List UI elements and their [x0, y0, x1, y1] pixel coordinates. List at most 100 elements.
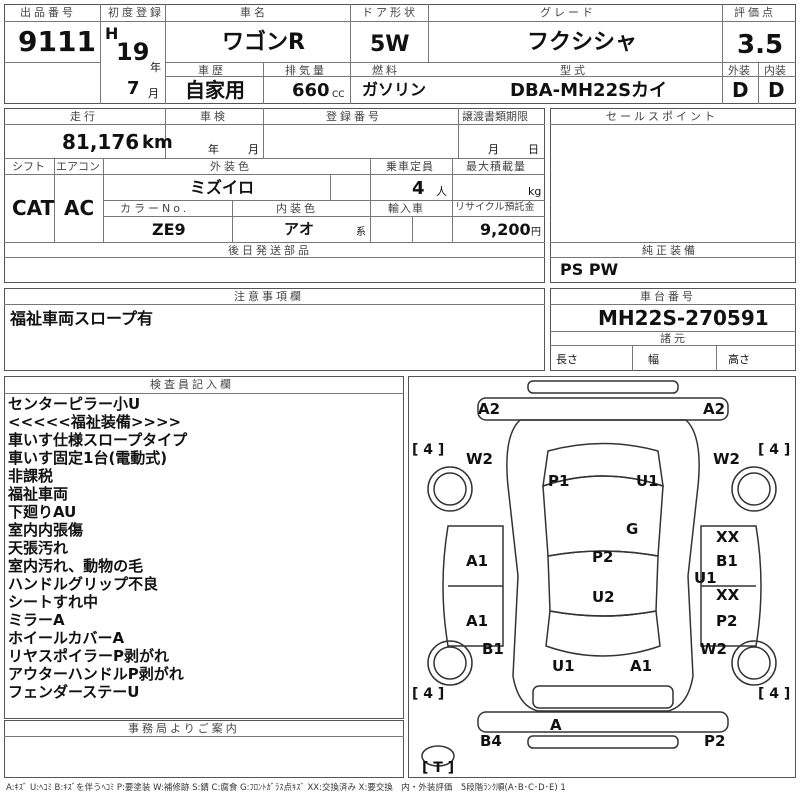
chassis-section [550, 288, 796, 371]
transfer-day-unit: 日 [528, 143, 539, 156]
mark-p2-r: P2 [716, 612, 737, 630]
score-value: 3.5 [737, 30, 784, 60]
width-label: 幅 [648, 353, 659, 366]
mark-b1-r: B1 [716, 552, 738, 570]
inspector-note: シートすれ中 [8, 593, 99, 611]
inspection-label: 車検 [200, 110, 228, 123]
inspector-note: <<<<<福祉装備>>>> [8, 413, 182, 431]
mark-u2: U2 [592, 588, 615, 606]
door-value: 5W [370, 32, 410, 57]
mark-xx-r1: XX [716, 528, 740, 546]
import-label: 輸入車 [388, 202, 424, 215]
mark-b4: B4 [480, 732, 502, 750]
genuine-value: PS PW [560, 260, 619, 279]
mileage-label: 走行 [70, 110, 98, 123]
era-value: H [105, 24, 119, 43]
inspector-note: 天張汚れ [8, 539, 69, 557]
displacement-value: 660 [292, 80, 330, 101]
int-grade-value: D [768, 78, 785, 102]
mark-a2-left: A2 [478, 400, 500, 418]
model-label: 型式 [560, 64, 588, 77]
mark-u1-rear: U1 [552, 657, 575, 675]
caution-section [4, 288, 545, 371]
door-label: ドア形状 [362, 6, 418, 19]
vehicle-info-section [4, 108, 545, 283]
mark-a2-right: A2 [703, 400, 725, 418]
mark-tire-fr: [ 4 ] [758, 442, 790, 458]
office-section [4, 720, 404, 778]
transfer-label: 譲渡書類期限 [462, 110, 528, 123]
displacement-label: 排気量 [285, 64, 327, 77]
inspector-note: 福祉車両 [8, 485, 69, 503]
legend-text: A:ｷｽﾞ U:ﾍｺﾐ B:ｷｽﾞを伴うﾍｺﾐ P:要塗装 W:補修跡 S:錆 … [6, 783, 566, 793]
transfer-month-unit: 月 [488, 143, 499, 156]
mark-p2-bottom: P2 [704, 732, 725, 750]
mark-u1-r: U1 [694, 569, 717, 587]
inspector-note: 下廻りAU [8, 503, 77, 521]
height-label: 高さ [728, 353, 750, 366]
car-name-label: 車名 [240, 6, 268, 19]
diagram-section [408, 376, 796, 778]
inspector-note: ハンドルグリップ不良 [8, 575, 159, 593]
mark-a1-l1: A1 [466, 552, 488, 570]
year-value: 19 [116, 38, 150, 66]
inspector-note: 室内汚れ、動物の毛 [8, 557, 144, 575]
mark-u1-roof: U1 [636, 472, 659, 490]
inspection-month-unit: 月 [248, 143, 259, 156]
score-label: 評価点 [734, 6, 776, 19]
first-reg-label: 初度登録 [108, 6, 164, 19]
mark-a1-rear: A1 [630, 657, 652, 675]
kg-unit: kg [528, 185, 542, 198]
month-value: 7 [127, 78, 140, 99]
mark-xx-r2: XX [716, 586, 740, 604]
mark-tire-rl: [ 4 ] [412, 686, 444, 702]
fuel-value: ガソリン [362, 80, 427, 99]
caution-text: 福祉車両スロープ有 [10, 309, 154, 328]
int-label: 内装 [764, 64, 786, 77]
length-label: 長さ [556, 353, 578, 366]
history-value: 自家用 [185, 78, 245, 102]
inspector-note: アウターハンドルP剥がれ [8, 665, 184, 683]
chassis-value: MH22S-270591 [598, 306, 769, 330]
int-color-label: 内装色 [276, 202, 318, 215]
car-damage-diagram: A2 A2 [ 4 ] [ 4 ] W2 W2 P1 U1 G XX P2 A1… [412, 380, 790, 776]
inspector-note: 室内内張傷 [8, 521, 84, 539]
mark-w2-fr: W2 [713, 450, 740, 468]
recycle-label: リサイクル預託金 [455, 202, 535, 213]
person-unit: 人 [436, 185, 447, 198]
mark-p2-center: P2 [592, 548, 613, 566]
inspector-note: ミラーA [8, 611, 65, 629]
inspector-note: リヤスポイラーP剥がれ [8, 647, 169, 665]
inspector-note: ホイールカバーA [8, 629, 125, 647]
cc-unit: CC [332, 90, 345, 100]
ext-label: 外装 [728, 64, 750, 77]
km-unit: km [142, 132, 173, 153]
mark-tire-fl: [ 4 ] [412, 442, 444, 458]
fuel-label: 燃料 [372, 64, 400, 77]
mileage-value: 81,176 [62, 130, 140, 154]
month-unit: 月 [148, 87, 159, 100]
office-label: 事務局よりご案内 [128, 722, 240, 735]
mark-spare: [ T ] [422, 760, 454, 776]
model-value: DBA-MH22Sカイ [510, 80, 668, 101]
recycle-value: 9,200 [480, 220, 531, 239]
mark-p1: P1 [548, 472, 569, 490]
ext-color-label: 外装色 [210, 160, 252, 173]
inspector-label: 検査員記入欄 [150, 378, 234, 391]
genuine-label: 純正装備 [642, 244, 698, 257]
capacity-value: 4 [412, 178, 425, 199]
inspector-section [4, 376, 404, 719]
inspector-note: 非課税 [8, 467, 54, 485]
mark-w2-fl: W2 [466, 450, 493, 468]
aircon-value: AC [64, 196, 95, 220]
grade-value: フクシシャ [527, 30, 638, 55]
grade-label: グレード [540, 6, 596, 19]
sales-points-label: セールスポイント [606, 110, 718, 123]
max-load-label: 最大積載量 [466, 160, 526, 173]
mark-a-bumper: A [550, 716, 562, 734]
color-no-label: カラーNo. [120, 202, 190, 215]
mark-g: G [626, 520, 638, 538]
history-label: 車歴 [198, 64, 226, 77]
aircon-label: エアコン [56, 160, 100, 173]
inspector-note: フェンダーステーU [8, 683, 140, 701]
